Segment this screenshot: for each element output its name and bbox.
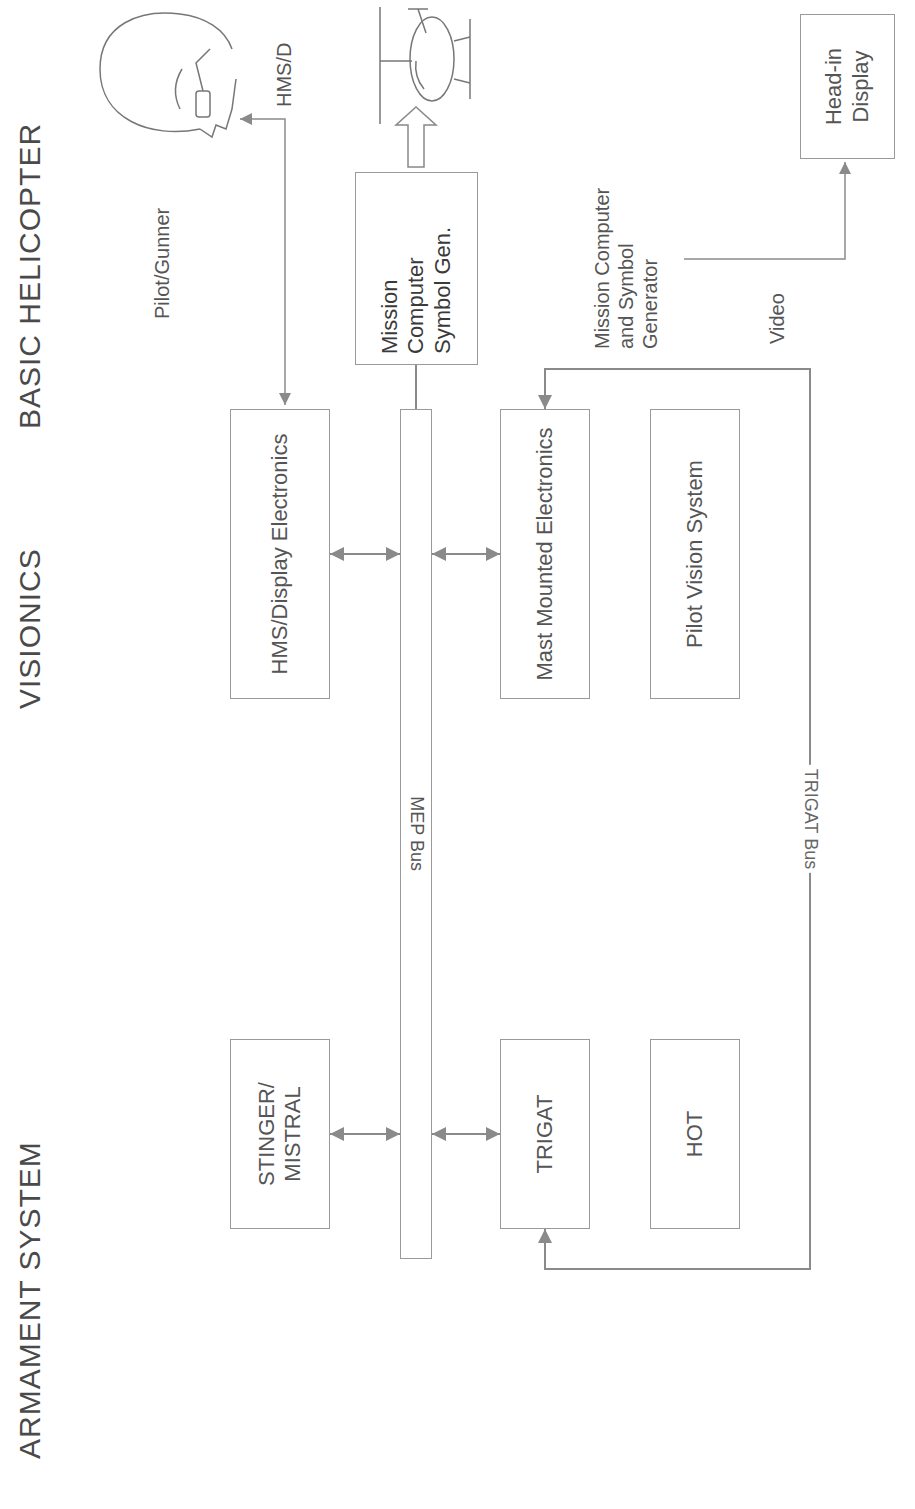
system-box: STINGER/ MISTRAL [230, 1039, 330, 1229]
pilot-head-drawing [100, 13, 236, 137]
section-heading: ARMAMENT SYSTEM [12, 1141, 48, 1459]
bus-name: MEP Bus [405, 797, 427, 872]
box-label: Mast Mounted Electronics [532, 427, 558, 680]
bus-label: TRIGAT Bus [800, 765, 821, 873]
box-label: HMS/Display Electronics [267, 434, 293, 675]
box-label: Mission Computer Symbol Gen. [377, 183, 456, 354]
bus-connector [415, 365, 417, 409]
section-heading: BASIC HELICOPTER [12, 123, 48, 429]
annotation-label: Pilot/Gunner [150, 208, 174, 319]
system-box: Pilot Vision System [650, 409, 740, 699]
section-heading: VISIONICS [12, 548, 48, 709]
system-box: HMS/Display Electronics [230, 409, 330, 699]
bus-connector [432, 553, 500, 555]
video-line [684, 162, 845, 259]
system-box: Mission Computer Symbol Gen. [355, 172, 478, 365]
box-label: STINGER/ MISTRAL [254, 1050, 307, 1218]
helicopter-drawing [380, 7, 470, 124]
annotation-label: HMS/D [272, 43, 296, 107]
system-box: TRIGAT [500, 1039, 590, 1229]
annotation-label: Mission Computer and Symbol Generator [590, 169, 662, 349]
bus-connector [330, 1133, 400, 1135]
system-box: Head-in Display [800, 14, 895, 159]
system-box: Mast Mounted Electronics [500, 409, 590, 699]
annotation-label: Video [765, 293, 789, 344]
box-label: Pilot Vision System [682, 460, 708, 648]
bus-connector [432, 1133, 500, 1135]
bus-band: MEP Bus [400, 409, 432, 1259]
hollow-arrow [396, 107, 436, 167]
box-label: HOT [682, 1111, 708, 1157]
box-label: TRIGAT [532, 1094, 558, 1173]
bus-connector [330, 553, 400, 555]
box-label: Head-in Display [821, 25, 874, 148]
hms-link [240, 119, 285, 405]
system-box: HOT [650, 1039, 740, 1229]
